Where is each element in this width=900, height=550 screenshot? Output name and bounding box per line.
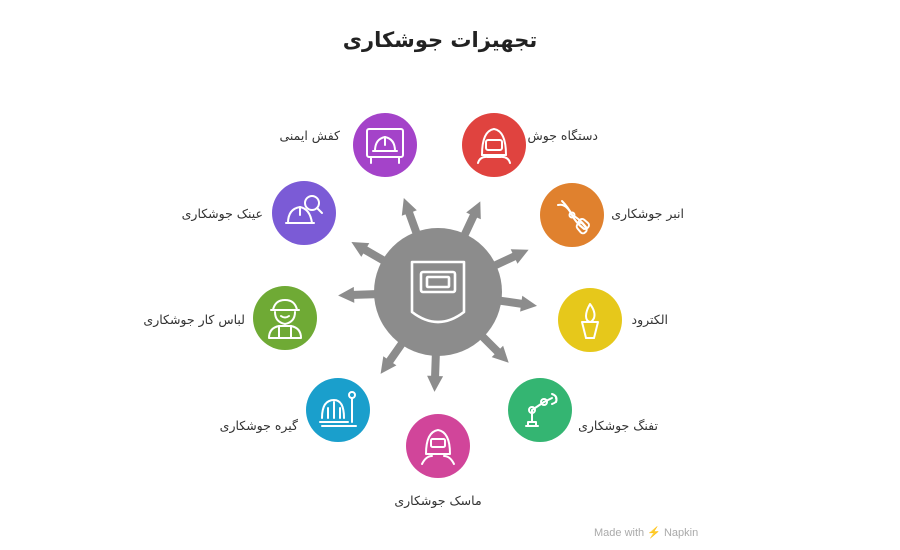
welding-helmet-icon [410,260,466,324]
node-welding-goggles [272,181,336,245]
helmet-board-icon [366,128,404,164]
clamp-icon [319,391,357,427]
watermark-prefix: Made with [594,527,645,539]
page-title: تجهیزات جوشکاری [342,28,538,52]
hub-arrow-4 [491,295,537,312]
label-welding-gun: تفنگ جوشکاری [578,418,658,433]
helmet-search-icon [285,195,323,224]
napkin-logo-icon: ⚡ [647,527,661,539]
node-welding-machine [462,113,526,177]
label-electrode: الکترود [631,312,668,327]
label-welding-clamp: گیره جوشکاری [219,418,298,433]
node-welding-pliers [540,183,604,247]
node-safety-shoes [353,113,417,177]
watermark-brand: Napkin [663,527,699,539]
pliers-icon [557,200,590,235]
welder-mask-icon [421,429,455,465]
label-welding-machine: دستگاه جوش [527,128,599,143]
node-welding-gun [508,378,572,442]
node-welding-clothes [253,286,317,350]
welder-helmet-icon [477,128,511,164]
robot-arm-icon [525,393,558,427]
label-welding-clothes: لباس کار جوشکاری [143,312,245,327]
hub-arrow-6 [427,346,444,392]
napkin-watermark: Made with ⚡ Napkin [594,526,698,539]
label-welding-pliers: انبر جوشکاری [611,206,684,221]
label-welding-mask: ماسک جوشکاری [394,493,482,508]
hub-arrow-1 [401,198,423,242]
node-electrode [558,288,622,352]
node-welding-mask [406,414,470,478]
node-welding-clamp [306,378,370,442]
hub-arrow-3 [486,249,529,273]
label-safety-shoes: کفش ایمنی [279,128,340,143]
label-welding-goggles: عینک جوشکاری [181,206,263,221]
flame-icon [581,303,599,339]
hub-arrow-2 [457,201,481,244]
worker-icon [268,299,302,339]
hub-arrow-8 [338,286,384,303]
